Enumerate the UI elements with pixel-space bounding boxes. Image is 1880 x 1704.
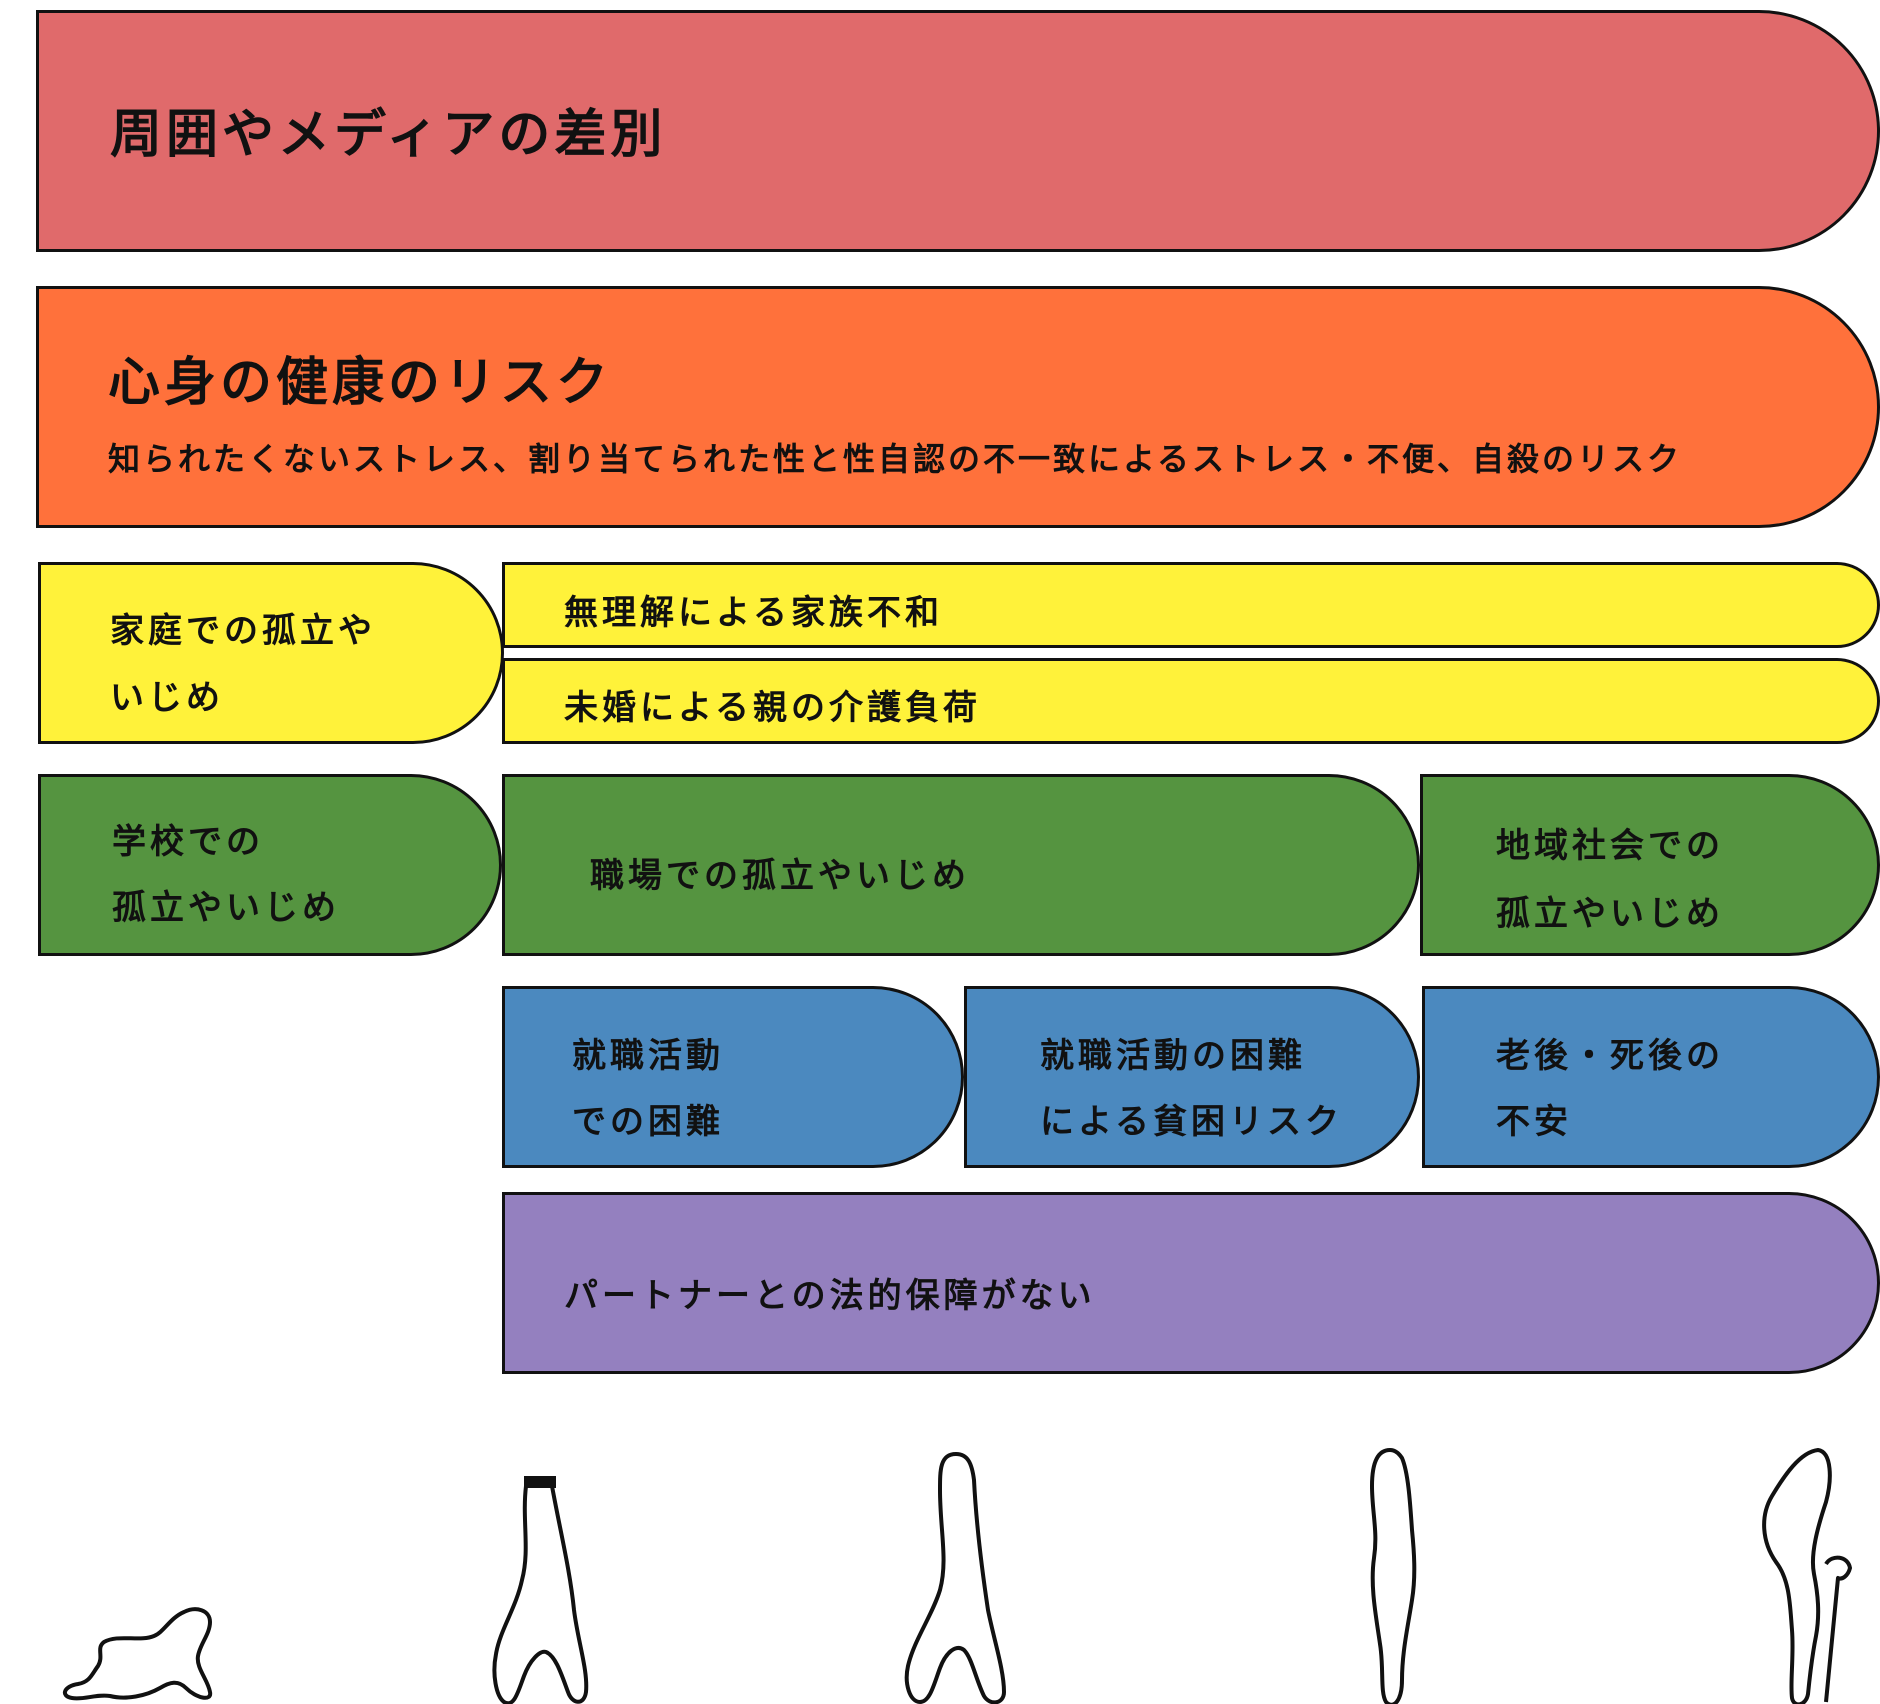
poverty-bar <box>964 986 1420 1168</box>
cane-icon <box>1824 1555 1852 1703</box>
family-discord-bar <box>502 562 1880 648</box>
elder-with-cane-icon <box>1762 1448 1832 1704</box>
discrimination-bar <box>36 10 1880 252</box>
health-bar <box>36 286 1880 528</box>
jobhunt-bar <box>502 986 964 1168</box>
adult-walking-icon <box>904 1452 1006 1704</box>
family-isolation-line2: いじめ <box>110 678 224 718</box>
school-isolation-line1: 学校での <box>112 822 264 862</box>
poverty-line1: 就職活動の困難 <box>1040 1036 1306 1076</box>
health-detail: 知られたくないストレス、割り当てられた性と性自認の不一致によるストレス・不便、自… <box>108 440 1683 478</box>
jobhunt-line1: 就職活動 <box>572 1036 724 1076</box>
old-age-line1: 老後・死後の <box>1496 1036 1724 1076</box>
parent-care-bar <box>502 658 1880 744</box>
adult-standing-icon <box>1370 1448 1417 1704</box>
community-isolation-bar <box>1420 774 1880 956</box>
health-title: 心身の健康のリスク <box>108 353 613 413</box>
work-isolation-bar <box>502 774 1420 956</box>
work-isolation-label: 職場での孤立やいじめ <box>590 856 970 896</box>
baby-crawling-icon <box>62 1607 213 1701</box>
legal-bar <box>502 1192 1880 1374</box>
family-isolation-line1: 家庭での孤立や <box>110 611 376 651</box>
legal-label: パートナーとの法的保障がない <box>564 1276 1096 1316</box>
family-isolation-bar <box>38 562 504 744</box>
school-isolation-line2: 孤立やいじめ <box>112 888 340 928</box>
student-graduate-icon <box>492 1484 589 1704</box>
discrimination-title: 周囲やメディアの差別 <box>110 105 667 165</box>
family-discord-label: 無理解による家族不和 <box>564 593 943 633</box>
poverty-line2: による貧困リスク <box>1040 1102 1343 1142</box>
old-age-line2: 不安 <box>1496 1102 1572 1142</box>
old-age-bar <box>1422 986 1880 1168</box>
community-isolation-line1: 地域社会での <box>1496 826 1724 866</box>
mortarboard-icon <box>524 1476 556 1488</box>
parent-care-label: 未婚による親の介護負荷 <box>564 688 981 728</box>
community-isolation-line2: 孤立やいじめ <box>1496 894 1724 934</box>
jobhunt-line2: での困難 <box>572 1102 724 1142</box>
life-stages <box>62 1448 1852 1704</box>
school-isolation-bar <box>38 774 502 956</box>
